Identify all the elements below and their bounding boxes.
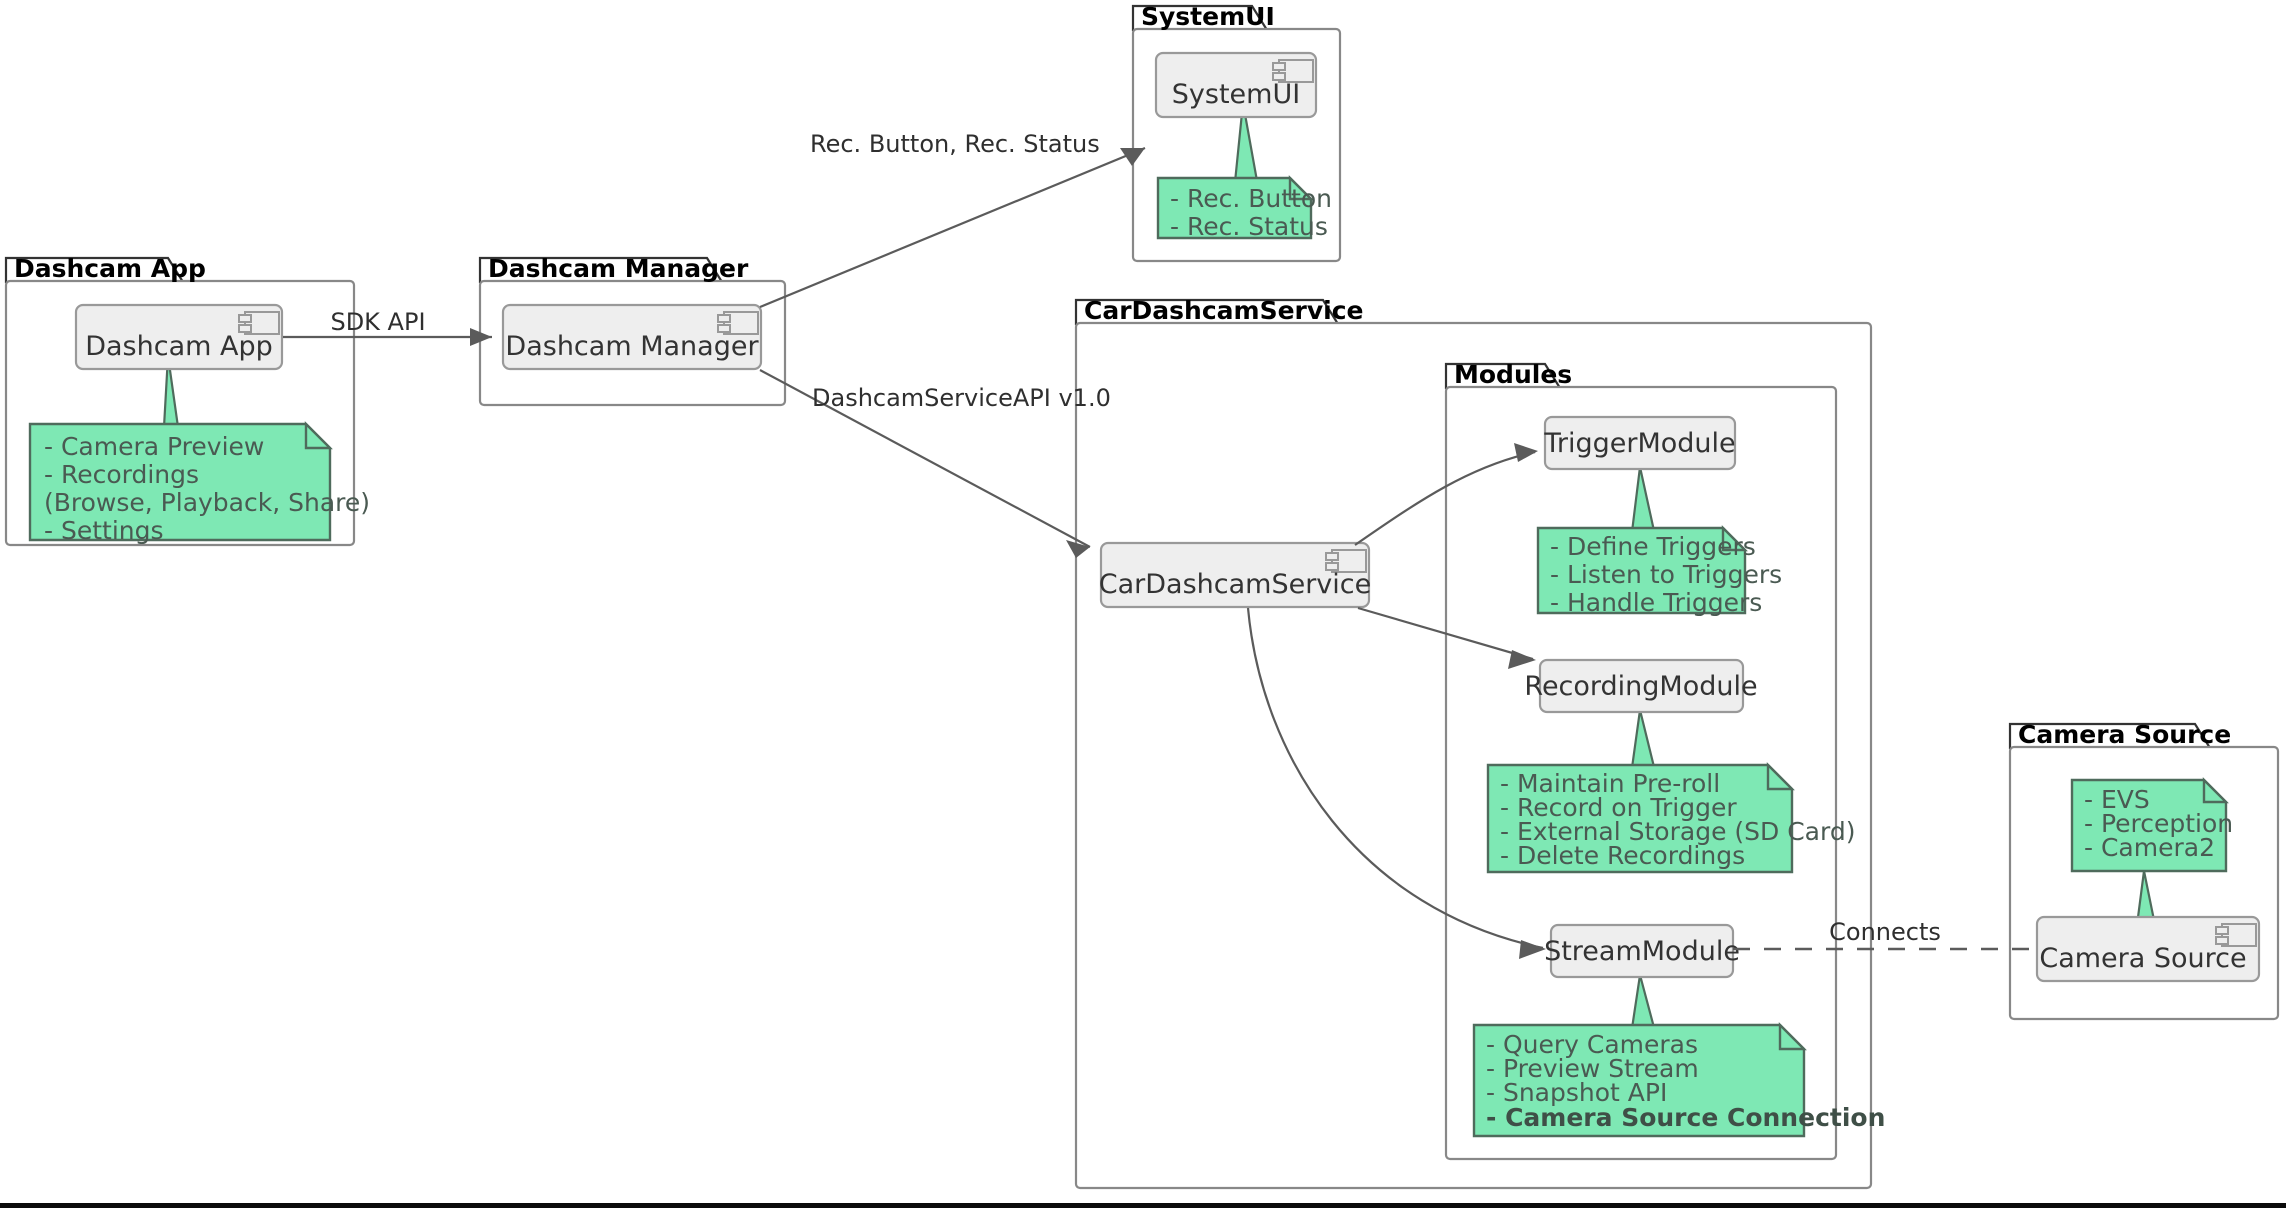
uml-component-icon (238, 311, 280, 335)
package-cardashcamservice-label: CarDashcamService (1084, 296, 1364, 325)
package-camera-source[interactable]: Camera Source - EVS - Perception - Camer… (2008, 720, 2280, 1021)
note-line: - Perception (2084, 809, 2233, 838)
note-line: - EVS (2084, 785, 2150, 814)
edge-app-to-manager[interactable]: SDK API (283, 308, 492, 346)
note-line: (Browse, Playback, Share) (44, 488, 370, 517)
package-dashcam-app[interactable]: Dashcam App - Camera Preview - Recording… (4, 254, 370, 547)
component-dashcam-app-label: Dashcam App (85, 331, 273, 362)
package-camera-source-label: Camera Source (2018, 720, 2231, 749)
uml-component-icon (2215, 923, 2257, 947)
note-dashcam-app: - Camera Preview - Recordings (Browse, P… (28, 355, 370, 545)
note-line: - Preview Stream (1486, 1054, 1699, 1083)
component-stream-module-label: StreamModule (1544, 936, 1740, 967)
package-dashcam-manager[interactable]: Dashcam Manager Dashcam Manager (478, 254, 787, 407)
component-dashcam-manager-label: Dashcam Manager (505, 331, 759, 362)
uml-component-icon (1272, 59, 1314, 83)
note-fold-corner (1721, 525, 1748, 552)
note-line: - Camera Preview (44, 432, 264, 461)
note-recording-module: - Maintain Pre-roll - Record on Trigger … (1486, 709, 1855, 874)
package-systemui[interactable]: SystemUI - Rec. Button - Rec. Status Sys… (1131, 2, 1342, 263)
package-systemui-label: SystemUI (1141, 2, 1275, 31)
component-camera-source-label: Camera Source (2039, 943, 2246, 974)
note-line: - Listen to Triggers (1550, 560, 1782, 589)
arrowhead (1066, 540, 1090, 558)
note-frame (2070, 778, 2228, 873)
edge-service-to-recording[interactable] (1357, 606, 1536, 669)
note-line: - Settings (44, 516, 164, 545)
arrowhead (1514, 443, 1538, 462)
note-frame (1486, 763, 1794, 874)
note-line: - Camera Source Connection (1486, 1103, 1885, 1132)
edge-manager-to-systemui-label: Rec. Button, Rec. Status (810, 130, 1100, 158)
component-dashcam-app[interactable]: Dashcam App (74, 303, 284, 371)
edge-manager-to-service-label: DashcamServiceAPI v1.0 (812, 384, 1111, 412)
edge-stream-to-camera-label: Connects (1829, 918, 1941, 946)
uml-component-icon (717, 311, 759, 335)
component-camera-source[interactable]: Camera Source (2035, 915, 2261, 983)
note-line: - Define Triggers (1550, 532, 1756, 561)
package-cardashcamservice[interactable]: CarDashcamService CarDashcamService Modu… (1074, 296, 1885, 1190)
note-line: - Recordings (44, 460, 199, 489)
component-trigger-module[interactable]: TriggerModule (1543, 415, 1737, 471)
note-camera-source: - EVS - Perception - Camera2 (2070, 777, 2233, 927)
component-trigger-module-label: TriggerModule (1543, 428, 1735, 459)
component-cardashcamservice-label: CarDashcamService (1099, 569, 1372, 600)
edge-manager-to-service[interactable]: DashcamServiceAPI v1.0 (759, 369, 1111, 558)
note-line: - Camera2 (2084, 833, 2215, 862)
note-fold-corner (304, 421, 333, 450)
note-fold-corner (1766, 762, 1795, 791)
note-line: - Rec. Button (1170, 184, 1332, 213)
edge-app-to-manager-label: SDK API (330, 308, 425, 336)
note-line: - External Storage (SD Card) (1500, 817, 1855, 846)
component-frame (1549, 923, 1735, 979)
component-systemui-label: SystemUI (1172, 79, 1300, 110)
component-frame (2035, 915, 2261, 983)
note-line: - Rec. Status (1170, 212, 1328, 241)
note-line: - Snapshot API (1486, 1078, 1667, 1107)
edge-service-to-stream[interactable] (1246, 607, 1546, 959)
note-frame (1156, 176, 1313, 240)
note-line: - Record on Trigger (1500, 793, 1737, 822)
note-stream-module: - Query Cameras - Preview Stream - Snaps… (1472, 974, 1885, 1138)
component-frame (501, 303, 763, 371)
component-cardashcamservice[interactable]: CarDashcamService (1099, 541, 1372, 609)
uml-component-icon (1325, 549, 1367, 573)
arrowhead (1508, 650, 1536, 669)
note-trigger-module: - Define Triggers - Listen to Triggers -… (1536, 466, 1782, 617)
component-recording-module-label: RecordingModule (1524, 671, 1757, 702)
component-frame (74, 303, 284, 371)
component-stream-module[interactable]: StreamModule (1544, 923, 1740, 979)
note-fold-corner (1288, 175, 1314, 201)
note-frame (28, 422, 332, 542)
edge-stream-to-camera[interactable]: Connects (1733, 918, 2037, 951)
note-frame (1472, 1023, 1806, 1138)
component-dashcam-manager[interactable]: Dashcam Manager (501, 303, 763, 371)
component-systemui[interactable]: SystemUI (1154, 51, 1318, 119)
note-line: - Maintain Pre-roll (1500, 769, 1720, 798)
note-frame (1536, 526, 1747, 615)
package-modules-label: Modules (1454, 360, 1572, 389)
note-line: - Query Cameras (1486, 1030, 1698, 1059)
component-recording-module[interactable]: RecordingModule (1524, 658, 1758, 714)
package-dashcam-app-label: Dashcam App (14, 254, 206, 283)
component-frame (1538, 658, 1745, 714)
arrowhead (1120, 148, 1145, 166)
package-dashcam-manager-label: Dashcam Manager (488, 254, 749, 283)
bottom-border-strip (0, 1203, 2286, 1208)
component-frame (1543, 415, 1737, 471)
edge-service-to-trigger[interactable] (1354, 443, 1538, 546)
note-fold-corner (1778, 1022, 1807, 1051)
note-systemui: - Rec. Button - Rec. Status (1156, 102, 1332, 241)
component-frame (1099, 541, 1371, 609)
arrowhead (470, 328, 492, 346)
arrowhead (1519, 940, 1546, 959)
note-line: - Handle Triggers (1550, 588, 1762, 617)
note-line: - Delete Recordings (1500, 841, 1745, 870)
package-modules[interactable]: Modules - Define Triggers - Listen to Tr… (1444, 360, 1885, 1161)
note-fold-corner (2202, 777, 2229, 804)
edge-manager-to-systemui[interactable]: Rec. Button, Rec. Status (759, 130, 1146, 309)
